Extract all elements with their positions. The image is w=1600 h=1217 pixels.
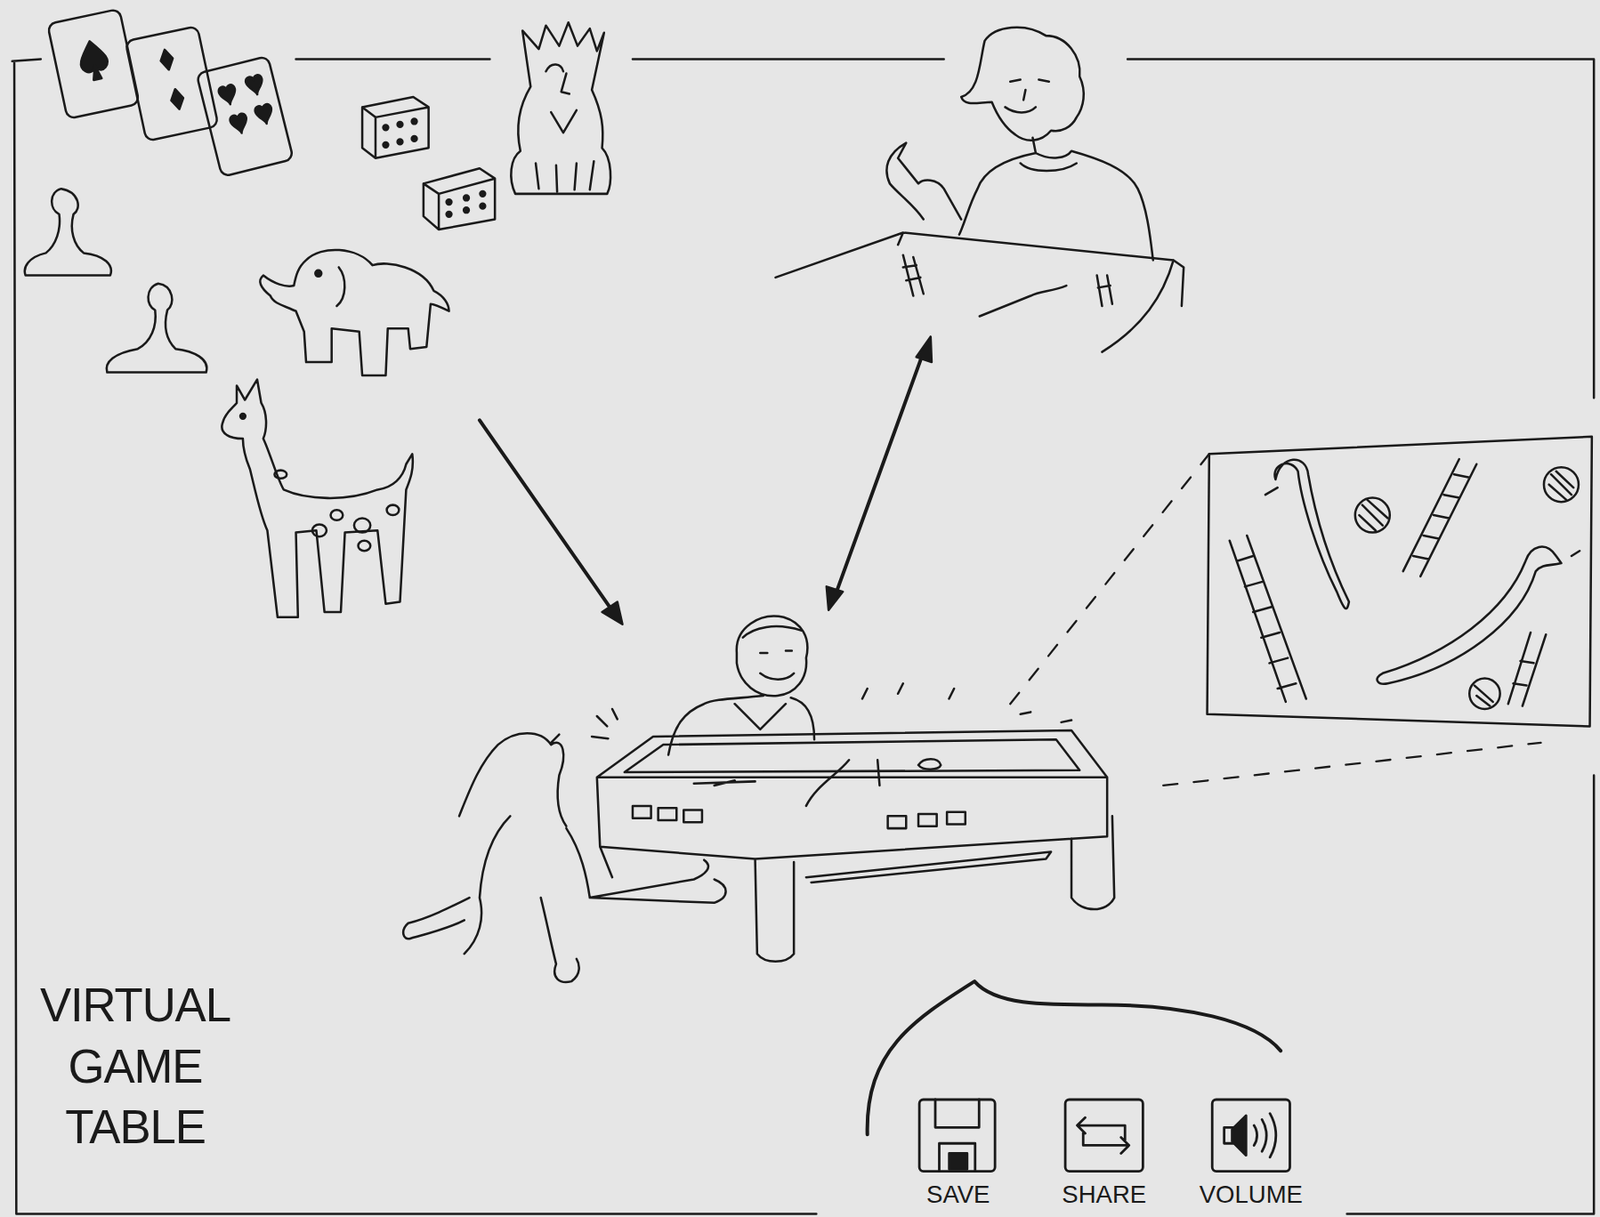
save-icon [917, 1097, 1000, 1175]
elephant-figure [259, 250, 449, 376]
projected-board [1207, 436, 1592, 728]
boy-player [668, 616, 815, 756]
game-table [597, 730, 1115, 962]
giraffe-figure [221, 379, 413, 618]
bracket [867, 981, 1281, 1135]
remote-player [775, 27, 1184, 353]
button-label: SAVE [898, 1180, 1018, 1210]
icon-button: SAVE [911, 1097, 1005, 1212]
projection-lines [862, 453, 1542, 786]
icon-button: SHARE [1057, 1097, 1151, 1212]
dice [362, 96, 495, 230]
playing-cards [47, 8, 293, 178]
diagram-title: VIRTUAL GAME TABLE [30, 974, 240, 1158]
button-label: SHARE [1044, 1180, 1164, 1210]
king-figure [510, 22, 611, 194]
volume-icon [1210, 1097, 1293, 1175]
pawns [24, 188, 208, 372]
share-icon [1063, 1097, 1146, 1175]
girl-player [403, 709, 726, 983]
icon-button: VOLUME [1204, 1097, 1298, 1212]
button-label: VOLUME [1191, 1180, 1310, 1210]
frame [12, 59, 1594, 1215]
arrows [479, 336, 932, 624]
